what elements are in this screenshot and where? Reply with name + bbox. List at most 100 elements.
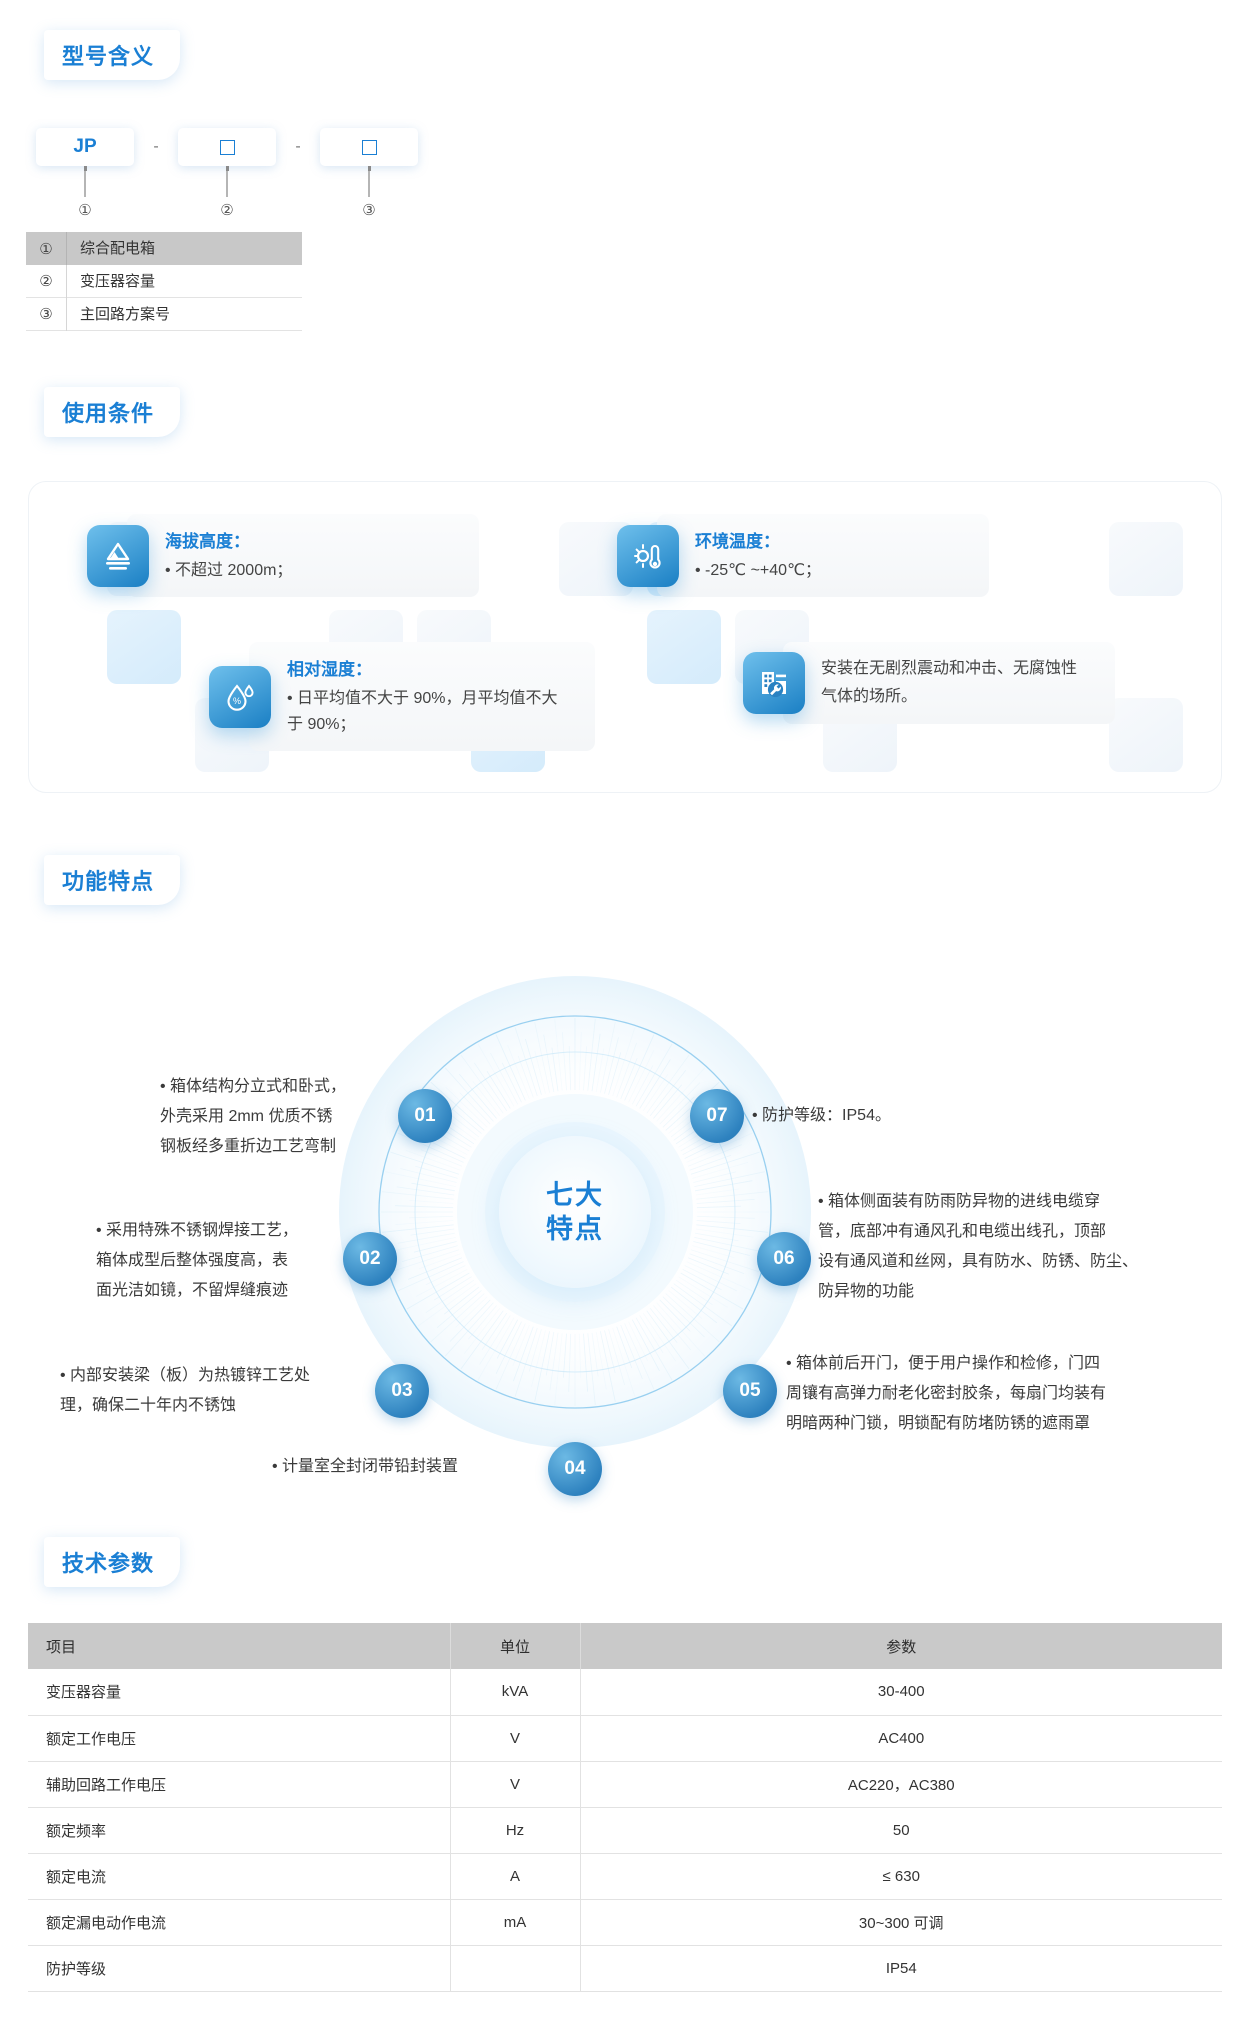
leader-line-icon <box>368 171 370 197</box>
feature-line: 面光洁如镜，不留焊缝痕迹 <box>96 1282 289 1299</box>
usage-line: 于 90%； <box>287 716 356 733</box>
cell-item: 辅助回路工作电压 <box>28 1761 451 1808</box>
feature-text-05: • 箱体前后开门，便于用户操作和检修，门四 周镶有高弹力耐老化密封胶条，每扇门均… <box>786 1349 1206 1439</box>
leader-line-icon <box>84 171 86 197</box>
cell-param: AC220，AC380 <box>580 1761 1222 1808</box>
column-header-param: 参数 <box>580 1623 1222 1669</box>
feature-line: 理，确保二十年内不锈蚀 <box>60 1397 237 1414</box>
cell-item: 额定漏电动作电流 <box>28 1899 451 1946</box>
feature-line: 箱体成型后整体强度高，表 <box>96 1252 289 1269</box>
column-header-item: 项目 <box>28 1623 451 1669</box>
usage-text-installation: 安装在无剧烈震动和冲击、无腐蚀性 气体的场所。 <box>783 642 1115 724</box>
usage-title-humidity: 相对湿度： <box>287 660 372 679</box>
feature-node-05[interactable]: 05 <box>723 1364 777 1418</box>
usage-title-altitude: 海拔高度： <box>165 532 250 551</box>
feature-text-01: • 箱体结构分立式和卧式， 外壳采用 2mm 优质不锈 钢板经多重折边工艺弯制 <box>160 1072 390 1162</box>
feature-node-06[interactable]: 06 <box>757 1232 811 1286</box>
feature-node-01[interactable]: 01 <box>398 1089 452 1143</box>
legend-row: ③ 主回路方案号 <box>26 297 302 331</box>
model-chip-scheme <box>320 128 418 166</box>
model-chip-jp: JP <box>36 128 134 166</box>
column-header-unit: 单位 <box>450 1623 581 1669</box>
cell-unit: Hz <box>450 1807 581 1854</box>
usage-line: 安装在无剧烈震动和冲击、无腐蚀性 <box>821 660 1078 677</box>
feature-text-02: • 采用特殊不锈钢焊接工艺， 箱体成型后整体强度高，表 面光洁如镜，不留焊缝痕迹 <box>96 1216 344 1306</box>
feature-node-03[interactable]: 03 <box>375 1364 429 1418</box>
legend-label: 主回路方案号 <box>66 297 302 331</box>
feature-text-07: • 防护等级：IP54。 <box>752 1101 1072 1131</box>
model-chip-capacity <box>178 128 276 166</box>
leader-tick-icon <box>83 166 87 171</box>
usage-item-humidity: % 相对湿度： • 日平均值不大于 90%，月平均值不大 于 90%； <box>209 642 595 751</box>
feature-points-section: 功能特点 七大 特点 <box>0 855 1250 1496</box>
usage-text-humidity: 相对湿度： • 日平均值不大于 90%，月平均值不大 于 90%； <box>249 642 595 751</box>
model-separator-2: - <box>295 138 301 155</box>
cell-param: 50 <box>580 1807 1222 1854</box>
feature-line: 管，底部冲有通风孔和电缆出线孔，顶部 <box>818 1223 1107 1240</box>
table-row: 辅助回路工作电压 V AC220，AC380 <box>28 1761 1222 1808</box>
cell-item: 变压器容量 <box>28 1669 451 1716</box>
model-heading-wrap: 型号含义 <box>0 30 1250 80</box>
leader-tick-icon <box>225 166 229 171</box>
feature-line: • 箱体前后开门，便于用户操作和检修，门四 <box>786 1355 1101 1372</box>
feature-line: • 箱体结构分立式和卧式， <box>160 1078 347 1095</box>
section-heading-tech: 技术参数 <box>44 1537 181 1587</box>
usage-conditions-panel: 海拔高度： • 不超过 2000m； <box>28 481 1222 793</box>
model-leader-row: ① ② ③ <box>0 166 1250 228</box>
feature-line: 周镶有高弹力耐老化密封胶条，每扇门均装有 <box>786 1385 1107 1402</box>
cell-unit: V <box>450 1761 581 1808</box>
model-marker-1: ① <box>78 202 92 219</box>
usage-heading-wrap: 使用条件 <box>0 387 1250 437</box>
cell-unit: kVA <box>450 1669 581 1716</box>
empty-box-icon <box>361 139 377 155</box>
usage-item-temperature: 环境温度： • -25℃ ~+40℃； <box>617 514 989 597</box>
feature-node-02[interactable]: 02 <box>343 1232 397 1286</box>
legend-marker: ② <box>39 273 53 290</box>
core-line-1: 七大 <box>546 1180 604 1210</box>
model-leader-3: ③ <box>320 166 418 219</box>
leader-tick-icon <box>367 166 371 171</box>
legend-marker: ① <box>39 240 53 258</box>
feature-node-07[interactable]: 07 <box>690 1089 744 1143</box>
leader-line-icon <box>226 171 228 197</box>
svg-text:%: % <box>233 696 241 706</box>
cell-param: AC400 <box>580 1715 1222 1762</box>
humidity-droplet-icon: % <box>209 665 271 728</box>
legend-label: 变压器容量 <box>66 264 302 298</box>
feature-core-label: 七大 特点 <box>499 1136 651 1288</box>
usage-conditions-section: 使用条件 <box>0 387 1250 793</box>
table-row: 额定电流 A ≤ 630 <box>28 1853 1222 1900</box>
cell-item: 额定电流 <box>28 1853 451 1900</box>
tech-heading-wrap: 技术参数 <box>0 1537 1250 1587</box>
cell-item: 额定频率 <box>28 1807 451 1854</box>
feature-line: • 防护等级：IP54。 <box>752 1107 891 1124</box>
feature-text-03: • 内部安装梁（板）为热镀锌工艺处 理，确保二十年内不锈蚀 <box>60 1361 372 1421</box>
usage-line: • 不超过 2000m； <box>165 562 293 579</box>
cell-item: 额定工作电压 <box>28 1715 451 1762</box>
cell-unit: mA <box>450 1899 581 1946</box>
model-marker-3: ③ <box>362 202 376 219</box>
cell-param: ≤ 630 <box>580 1853 1222 1900</box>
table-row: 防护等级 IP54 <box>28 1945 1222 1992</box>
tech-params-section: 技术参数 项目 单位 参数 变压器容量 kVA 30-400 额定工作电压 V … <box>0 1537 1250 2038</box>
legend-label: 综合配电箱 <box>66 232 302 265</box>
usage-line: • 日平均值不大于 90%，月平均值不大 <box>287 690 558 707</box>
feature-text-06: • 箱体侧面装有防雨防异物的进线电缆穿 管，底部冲有通风孔和电缆出线孔，顶部 设… <box>818 1187 1200 1307</box>
table-row: 变压器容量 kVA 30-400 <box>28 1669 1222 1716</box>
table-row: 额定工作电压 V AC400 <box>28 1715 1222 1762</box>
cell-param: IP54 <box>580 1945 1222 1992</box>
feature-line: 外壳采用 2mm 优质不锈 <box>160 1108 333 1125</box>
table-row: 额定漏电动作电流 mA 30~300 可调 <box>28 1899 1222 1946</box>
table-row: 额定频率 Hz 50 <box>28 1807 1222 1854</box>
feature-node-04[interactable]: 04 <box>548 1442 602 1496</box>
model-meaning-section: 型号含义 JP - - ① ② ③ ① 综合配电箱 <box>0 0 1250 331</box>
cell-param: 30~300 可调 <box>580 1899 1222 1946</box>
model-leader-1: ① <box>36 166 134 219</box>
feature-line: • 计量室全封闭带铅封装置 <box>272 1458 459 1475</box>
model-separator-1: - <box>153 138 159 155</box>
feature-text-04: • 计量室全封闭带铅封装置 <box>272 1452 552 1482</box>
model-leader-2: ② <box>178 166 276 219</box>
legend-row: ① 综合配电箱 <box>26 232 302 265</box>
cell-unit: V <box>450 1715 581 1762</box>
feature-line: • 内部安装梁（板）为热镀锌工艺处 <box>60 1367 311 1384</box>
